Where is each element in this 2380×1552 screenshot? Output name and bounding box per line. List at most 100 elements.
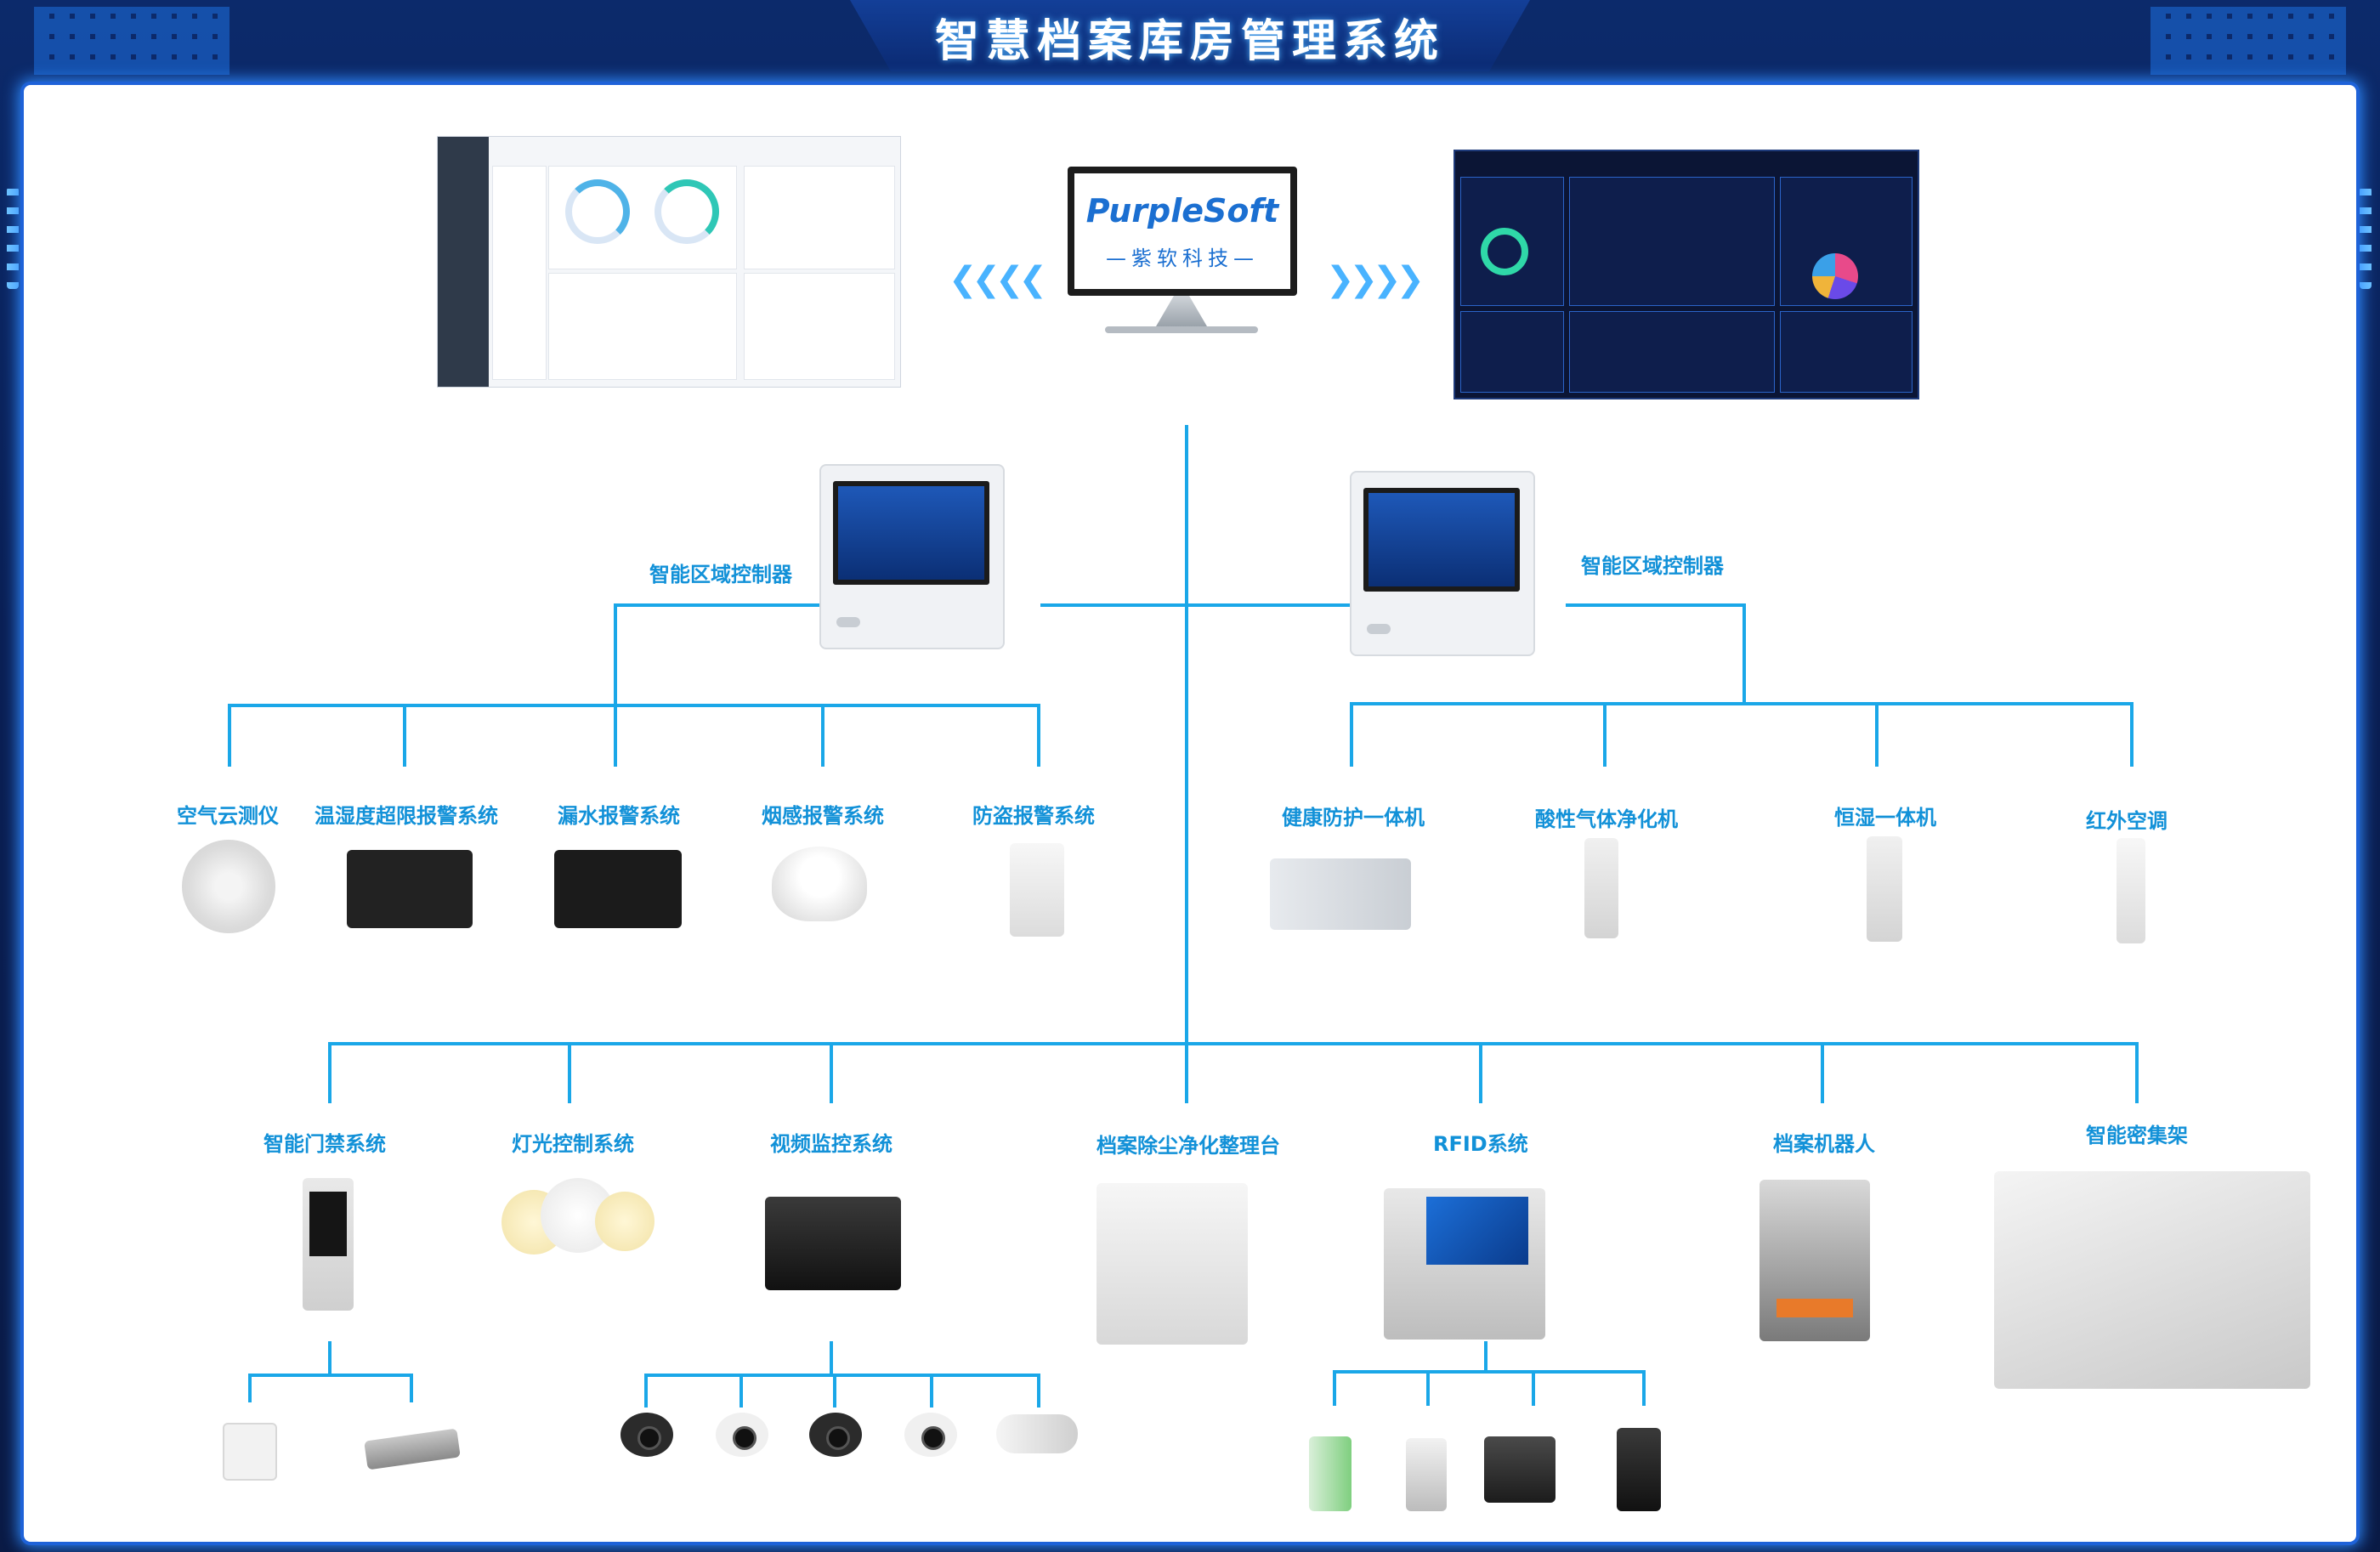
door-sub-bus [248, 1374, 413, 1377]
management-software-screenshot [437, 136, 901, 388]
device-label-anti-theft: 防盗报警系统 [972, 804, 1095, 828]
acid-gas-purifier-icon [1584, 838, 1618, 938]
arrows-right-icon: ❯❯❯❯ [1326, 260, 1425, 299]
device-label-health: 健康防护一体机 [1282, 806, 1425, 830]
device-label-robot: 档案机器人 [1773, 1132, 1875, 1156]
controller-label-right: 智能区域控制器 [1581, 554, 1724, 578]
bullet-camera-icon [996, 1414, 1078, 1453]
bottom-tick-4 [1185, 1042, 1188, 1103]
device-label-temp-humidity: 温湿度超限报警系统 [314, 804, 498, 828]
smoke-detector-icon [772, 847, 867, 921]
temperature-gauge-icon [565, 179, 630, 244]
monitor-icon [1068, 167, 1297, 296]
device-label-air-monitor: 空气云测仪 [177, 804, 279, 828]
nvr-recorder-icon [765, 1197, 901, 1290]
controller-left-link [614, 603, 819, 607]
door-sub-tick-2 [410, 1374, 413, 1402]
right-tick-1 [1350, 702, 1353, 767]
dome-camera-icon [716, 1413, 768, 1457]
rfid-sub-drop [1484, 1341, 1488, 1372]
rfid-workstation-icon [1384, 1188, 1545, 1340]
left-branch-bus [228, 704, 1040, 707]
device-label-leak: 漏水报警系统 [558, 804, 680, 828]
controller-label-left: 智能区域控制器 [649, 563, 792, 586]
handheld-reader-icon [1617, 1428, 1661, 1511]
device-label-dust-clean: 档案除尘净化整理台 [1096, 1134, 1280, 1158]
video-sub-tick-2 [740, 1374, 743, 1408]
label-printer-icon [1484, 1436, 1556, 1503]
rfid-sub-tick-4 [1642, 1370, 1646, 1406]
right-tick-3 [1875, 702, 1878, 767]
video-sub-tick-3 [833, 1374, 836, 1408]
bottom-tick-6 [1821, 1042, 1824, 1103]
left-tick-3 [614, 704, 617, 767]
humidity-gauge-icon [654, 179, 719, 244]
big-data-dashboard-screenshot [1454, 150, 1919, 399]
left-branch-drop [614, 603, 617, 705]
rfid-sub-bus [1333, 1370, 1646, 1374]
anti-theft-sensor-icon [1010, 843, 1064, 937]
constant-humidity-unit-icon [1867, 836, 1902, 942]
air-monitor-icon [182, 840, 275, 933]
bottom-tick-2 [568, 1042, 571, 1103]
temp-humidity-controller-icon [347, 850, 473, 928]
side-decoration-left [7, 187, 19, 289]
device-label-smoke: 烟感报警系统 [762, 804, 884, 828]
page-title: 智慧档案库房管理系统 [934, 16, 1445, 67]
dome-camera-icon [904, 1413, 957, 1457]
corner-decoration-right [2150, 7, 2346, 75]
title-bar [850, 0, 1530, 71]
side-decoration-right [2360, 187, 2372, 289]
leak-alarm-controller-icon [554, 850, 682, 928]
rfid-sub-tick-1 [1333, 1370, 1336, 1406]
controller-connector [1040, 603, 1350, 607]
trunk-line [1185, 425, 1188, 1044]
health-protection-unit-icon [1270, 858, 1411, 930]
door-sub-drop [328, 1341, 332, 1375]
bottom-tick-7 [2135, 1042, 2139, 1103]
bottom-tick-1 [328, 1042, 332, 1103]
rfid-sub-tick-2 [1426, 1370, 1430, 1406]
left-tick-1 [228, 704, 231, 767]
device-label-door: 智能门禁系统 [264, 1132, 386, 1156]
bottom-branch-bus [328, 1042, 2139, 1045]
left-tick-2 [403, 704, 406, 767]
right-tick-2 [1603, 702, 1606, 767]
monitor-base [1105, 326, 1258, 333]
rfid-sub-tick-3 [1532, 1370, 1535, 1406]
device-label-acid-gas: 酸性气体净化机 [1535, 807, 1678, 831]
right-branch-drop [1742, 603, 1746, 704]
dome-camera-icon [620, 1413, 673, 1457]
exit-button-icon [223, 1423, 277, 1481]
rfid-gate-icon [1309, 1436, 1352, 1511]
compact-shelving-icon [1994, 1171, 2310, 1389]
dust-cleaning-station-icon [1096, 1183, 1248, 1345]
arrows-left-icon: ❮❮❮❮ [949, 260, 1047, 299]
video-sub-tick-1 [644, 1374, 648, 1408]
controller-right-link [1566, 603, 1744, 607]
dome-camera-icon [809, 1413, 862, 1457]
video-sub-bus [644, 1374, 1040, 1377]
device-label-ac: 红外空调 [2086, 809, 2168, 833]
corner-decoration-left [34, 7, 230, 75]
device-label-humidity: 恒湿一体机 [1834, 806, 1936, 830]
brand-logo: PurpleSoft [1085, 192, 1279, 229]
bottom-tick-3 [830, 1042, 833, 1103]
left-tick-5 [1037, 704, 1040, 767]
bulb-icon [595, 1192, 654, 1251]
video-sub-tick-5 [1037, 1374, 1040, 1408]
door-access-terminal-icon [303, 1178, 354, 1311]
right-tick-4 [2130, 702, 2134, 767]
zone-controller-left [819, 464, 1005, 649]
device-label-video: 视频监控系统 [770, 1132, 892, 1156]
device-label-compact-shelf: 智能密集架 [2086, 1124, 2188, 1147]
brand-subtitle: —紫软科技— [1106, 246, 1259, 270]
device-label-lighting: 灯光控制系统 [512, 1132, 634, 1156]
door-sub-tick-1 [248, 1374, 252, 1402]
bottom-tick-5 [1479, 1042, 1482, 1103]
zone-controller-right [1350, 471, 1535, 656]
video-sub-tick-4 [930, 1374, 933, 1408]
archive-robot-icon [1760, 1180, 1870, 1341]
device-label-rfid: RFID系统 [1433, 1132, 1528, 1156]
video-sub-drop [830, 1341, 833, 1375]
